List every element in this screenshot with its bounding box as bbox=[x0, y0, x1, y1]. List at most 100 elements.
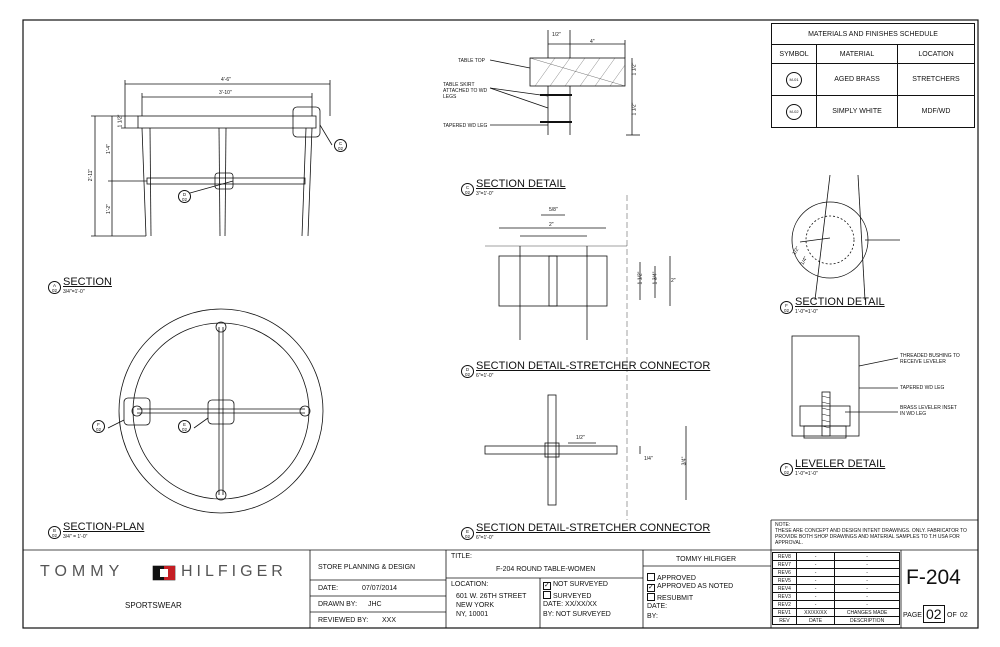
flag-logo bbox=[152, 565, 176, 581]
address-line-1: 601 W. 26TH STREET bbox=[456, 593, 527, 600]
rev-id: REV7 bbox=[772, 560, 797, 569]
dim-e-a: 1/2" bbox=[576, 435, 585, 441]
dim-d-top1: 5/8" bbox=[549, 207, 558, 213]
schedule-header-symbol: SYMBOL bbox=[771, 44, 817, 64]
label-bushing: THREADED BUSHING TO RECEIVE LEVELER bbox=[900, 353, 960, 365]
check-approved[interactable] bbox=[647, 573, 655, 581]
of-label: OF bbox=[947, 612, 957, 619]
approval-by: BY: bbox=[647, 613, 658, 620]
dim-d-top2: 2" bbox=[549, 222, 554, 228]
section-elevation bbox=[91, 80, 333, 237]
materials-schedule: MATERIALS AND FINISHES SCHEDULE SYMBOL M… bbox=[771, 23, 975, 128]
title-label: TITLE: bbox=[451, 553, 473, 560]
drawn-value: JHC bbox=[368, 601, 382, 608]
rev-date: XX/XX/XX bbox=[795, 608, 836, 617]
approval-header: TOMMY HILFIGER bbox=[676, 556, 737, 563]
rev-header-desc: DESCRIPTION bbox=[834, 616, 900, 625]
rev-desc: - bbox=[834, 600, 900, 609]
rev-date: - bbox=[795, 552, 836, 561]
drawing-title: F-204 ROUND TABLE-WOMEN bbox=[496, 566, 596, 573]
division: SPORTSWEAR bbox=[125, 601, 182, 610]
rev-id: REV2 bbox=[772, 600, 797, 609]
approval-approved[interactable]: APPROVED bbox=[647, 573, 696, 582]
titleblock-lines bbox=[23, 519, 978, 628]
revisions-table: REV8-- REV7-- REV6-- REV5-- REV4-- REV3-… bbox=[772, 552, 900, 625]
dim-lower: 1'-2" bbox=[105, 204, 112, 214]
dim-overall-width: 4'-6" bbox=[221, 77, 231, 83]
schedule-title: MATERIALS AND FINISHES SCHEDULE bbox=[771, 23, 975, 45]
reviewed-label: REVIEWED BY: bbox=[318, 617, 369, 624]
view-title-section-plan: SECTION-PLAN bbox=[63, 521, 145, 533]
view-scale-detail-d: 6"=1'-0" bbox=[476, 373, 494, 379]
view-title-detail-d: SECTION DETAIL-STRETCHER CONNECTOR bbox=[476, 360, 711, 372]
view-scale-detail-e: 6"=1'-0" bbox=[476, 535, 494, 541]
view-scale-section-plan: 3/4" = 1'-0" bbox=[63, 534, 88, 540]
rev-desc: - bbox=[834, 576, 900, 585]
survey-not-surveyed[interactable]: ✓NOT SURVEYED bbox=[543, 581, 608, 590]
rev-date: - bbox=[795, 560, 836, 569]
rev-id: REV8 bbox=[772, 552, 797, 561]
view-title-detail-f: SECTION DETAIL bbox=[795, 296, 885, 308]
view-scale-detail-c: 3"=1'-0" bbox=[476, 191, 494, 197]
rev-id: REV5 bbox=[772, 576, 797, 585]
leveler-detail bbox=[791, 335, 899, 439]
dim-d-side1: 1 1/2" bbox=[637, 271, 644, 285]
rev-desc: CHANGES MADE bbox=[834, 608, 900, 617]
check-not-surveyed[interactable]: ✓ bbox=[543, 582, 551, 590]
rev-date: - bbox=[795, 584, 836, 593]
detail-d bbox=[485, 195, 671, 520]
brand-left: TOMMY bbox=[40, 563, 125, 580]
rev-desc: - bbox=[834, 584, 900, 593]
dim-top-thk: 1 1/2" bbox=[117, 114, 124, 128]
rev-id: REV4 bbox=[772, 584, 797, 593]
schedule-row-material: AGED BRASS bbox=[816, 63, 898, 96]
check-resubmit[interactable] bbox=[647, 593, 655, 601]
rev-desc: - bbox=[834, 560, 900, 569]
survey-by: BY: NOT SURVEYED bbox=[543, 611, 611, 618]
approval-date: DATE: bbox=[647, 603, 668, 610]
approval-resubmit[interactable]: RESUBMIT bbox=[647, 593, 693, 602]
rev-desc: - bbox=[834, 592, 900, 601]
dim-e-c: 3/4" bbox=[681, 456, 688, 466]
label-table-top: TABLE TOP bbox=[458, 58, 485, 64]
rev-id: REV6 bbox=[772, 568, 797, 577]
survey-surveyed[interactable]: SURVEYED bbox=[543, 591, 591, 600]
dim-height: 2'-11" bbox=[88, 168, 95, 182]
detail-e bbox=[484, 394, 687, 506]
view-title-detail-c: SECTION DETAIL bbox=[476, 178, 566, 190]
view-title-section: SECTION bbox=[63, 276, 112, 288]
dim-c-c: 1 1/2" bbox=[631, 62, 638, 76]
schedule-row-location: MDF/WD bbox=[897, 95, 975, 128]
check-as-noted[interactable]: ✓ bbox=[647, 584, 655, 592]
sheet-number: F-204 bbox=[906, 566, 961, 589]
survey-date: DATE: XX/XX/XX bbox=[543, 601, 597, 608]
rev-date: - bbox=[795, 592, 836, 601]
schedule-header-location: LOCATION bbox=[897, 44, 975, 64]
rev-header-rev: REV bbox=[772, 616, 797, 625]
section-plan bbox=[107, 308, 324, 514]
rev-date: - bbox=[795, 600, 836, 609]
detail-f bbox=[791, 174, 900, 301]
dim-c-b: 4" bbox=[590, 39, 595, 45]
dim-c-d: 1 1/2" bbox=[631, 102, 638, 116]
schedule-header-material: MATERIAL bbox=[816, 44, 898, 64]
dim-c-a: 1/2" bbox=[552, 32, 561, 38]
view-scale-detail-f: 1'-0"=1'-0" bbox=[795, 309, 818, 315]
schedule-row-symbol: M-01 bbox=[771, 63, 817, 96]
dim-e-b: 1/4" bbox=[644, 456, 653, 462]
label-brass-leveler: BRASS LEVELER INSET IN WD LEG bbox=[900, 405, 957, 417]
label-leveler-leg: TAPERED WD LEG bbox=[900, 385, 945, 391]
view-title-leveler: LEVELER DETAIL bbox=[795, 458, 886, 470]
dim-top-width: 3'-10" bbox=[219, 90, 232, 96]
dim-d-side3: 2" bbox=[671, 278, 676, 284]
check-surveyed[interactable] bbox=[543, 591, 551, 599]
approval-as-noted[interactable]: ✓APPROVED AS NOTED bbox=[647, 583, 734, 592]
